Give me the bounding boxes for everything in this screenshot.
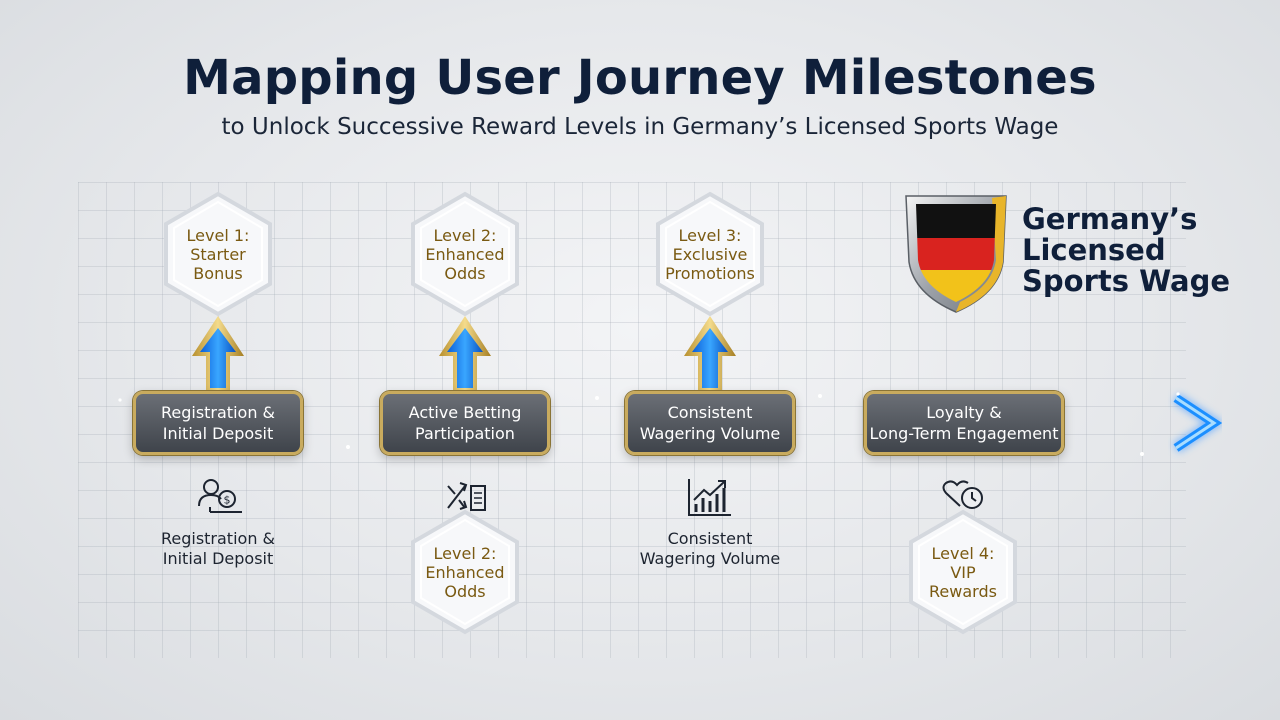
stage-box-loyalty: Loyalty & Long-Term Engagement xyxy=(864,391,1064,455)
up-arrow-icon-3 xyxy=(684,316,736,392)
level-label: Enhanced xyxy=(425,562,505,582)
stage-box-registration: Registration & Initial Deposit xyxy=(133,391,303,455)
heart-clock-icon xyxy=(942,480,983,509)
level-label: Level 4: xyxy=(931,543,995,563)
badge-title: Germany’s Licensed Sports Wage xyxy=(1022,202,1231,298)
shuffle-document-icon xyxy=(447,482,486,511)
caption-registration: Registration & Initial Deposit xyxy=(160,529,276,568)
level-label: Bonus xyxy=(193,263,243,283)
stage-label: Initial Deposit xyxy=(162,424,274,443)
stage-label: Consistent xyxy=(667,403,753,422)
svg-text:$: $ xyxy=(224,494,231,507)
level-hexagon-2: Level 2: Enhanced Odds xyxy=(409,190,521,318)
up-arrow-icon-1 xyxy=(192,316,244,392)
level-label: Starter xyxy=(190,244,246,264)
level-label: VIP xyxy=(950,562,976,582)
stage-label: Long-Term Engagement xyxy=(869,424,1059,443)
level-label: Enhanced xyxy=(425,244,505,264)
caption-wagering-volume: Consistent Wagering Volume xyxy=(639,529,781,568)
level-label: Level 1: xyxy=(186,225,250,245)
rising-chart-icon xyxy=(688,479,731,516)
sparkle-dots xyxy=(118,392,1180,456)
stage-box-active-betting: Active Betting Participation xyxy=(380,391,550,455)
page-subtitle: to Unlock Successive Reward Levels in Ge… xyxy=(221,114,1059,140)
stage-label: Registration & xyxy=(160,403,276,422)
stage-box-wagering-volume: Consistent Wagering Volume xyxy=(625,391,795,455)
level-hexagon-lower-2: Level 2: Enhanced Odds xyxy=(409,508,521,636)
stage-label: Loyalty & xyxy=(926,403,1002,422)
stage-label: Wagering Volume xyxy=(639,424,781,443)
page-title: Mapping User Journey Milestones xyxy=(183,50,1097,106)
level-hexagon-1: Level 1: Starter Bonus xyxy=(162,190,274,318)
level-label: Promotions xyxy=(665,263,755,283)
user-coin-icon: $ xyxy=(198,479,242,513)
level-label: Level 2: xyxy=(433,543,497,563)
timeline-arrowhead-icon xyxy=(1173,394,1223,452)
germany-shield-icon xyxy=(905,195,1007,313)
level-label: Odds xyxy=(444,263,486,283)
level-hexagon-4: Level 4: VIP Rewards xyxy=(907,508,1019,636)
up-arrow-icon-2 xyxy=(439,316,491,392)
level-label: Exclusive xyxy=(672,244,748,264)
stage-label: Active Betting xyxy=(408,403,522,422)
stage-label: Participation xyxy=(415,424,515,443)
level-label: Level 3: xyxy=(678,225,742,245)
level-label: Odds xyxy=(444,581,486,601)
level-label: Rewards xyxy=(929,581,997,601)
level-hexagon-3: Level 3: Exclusive Promotions xyxy=(654,190,766,318)
level-label: Level 2: xyxy=(433,225,497,245)
